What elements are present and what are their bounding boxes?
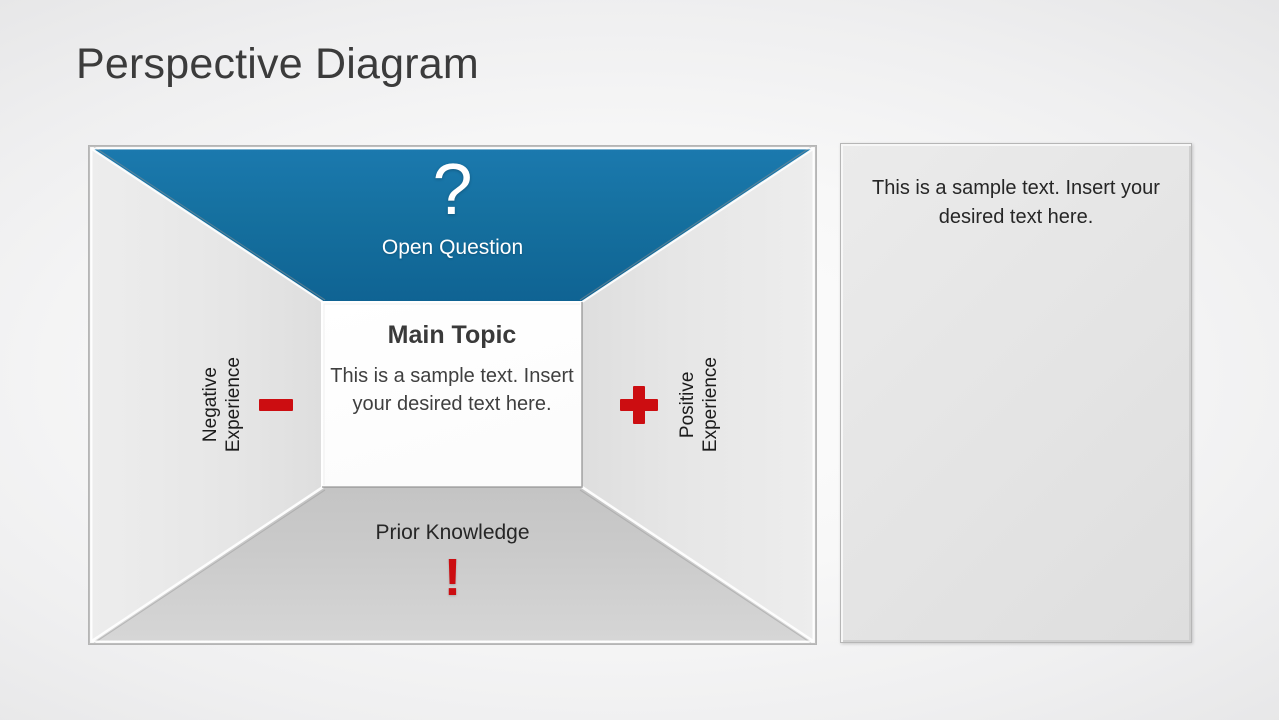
page-title: Perspective Diagram [76,40,479,88]
side-note-text: This is a sample text. Insert your desir… [872,177,1160,228]
left-panel-shape [92,149,323,641]
perspective-diagram[interactable]: ? Open Question Negative Experience Posi… [88,145,817,645]
side-note-panel[interactable]: This is a sample text. Insert your desir… [840,143,1192,643]
center-panel-shape [322,302,582,487]
perspective-shapes [88,145,817,645]
perspective-stage: ? Open Question Negative Experience Posi… [88,145,817,645]
right-panel-shape [582,149,813,641]
top-panel-shape [92,149,813,302]
